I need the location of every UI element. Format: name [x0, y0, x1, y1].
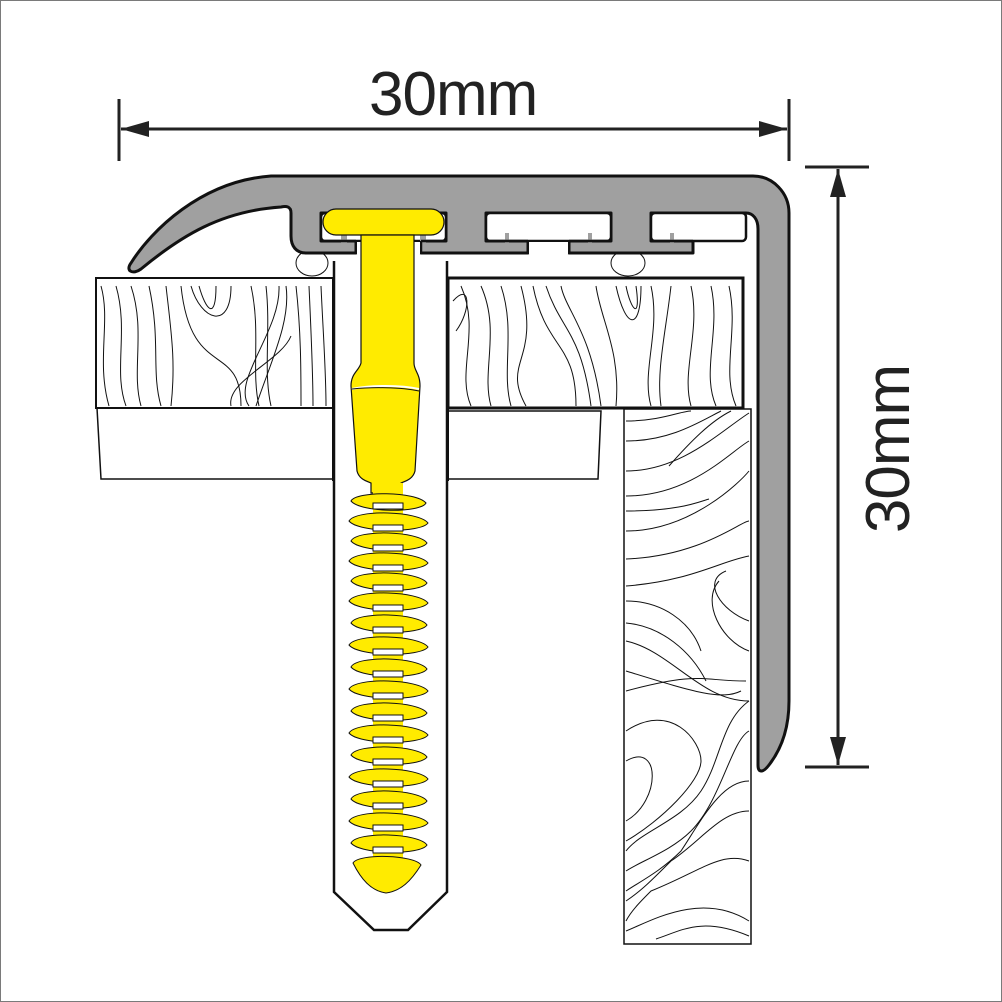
width-dimension-label: 30mm — [369, 60, 538, 129]
screw-anchor — [322, 208, 445, 894]
height-dimension-label: 30mm — [854, 364, 923, 534]
tread-board-right — [446, 276, 745, 481]
anchor-ribs — [348, 493, 429, 894]
width-dimension — [117, 99, 791, 161]
tread-board-left — [95, 277, 334, 481]
riser-board — [623, 408, 752, 945]
height-dimension — [805, 165, 869, 769]
